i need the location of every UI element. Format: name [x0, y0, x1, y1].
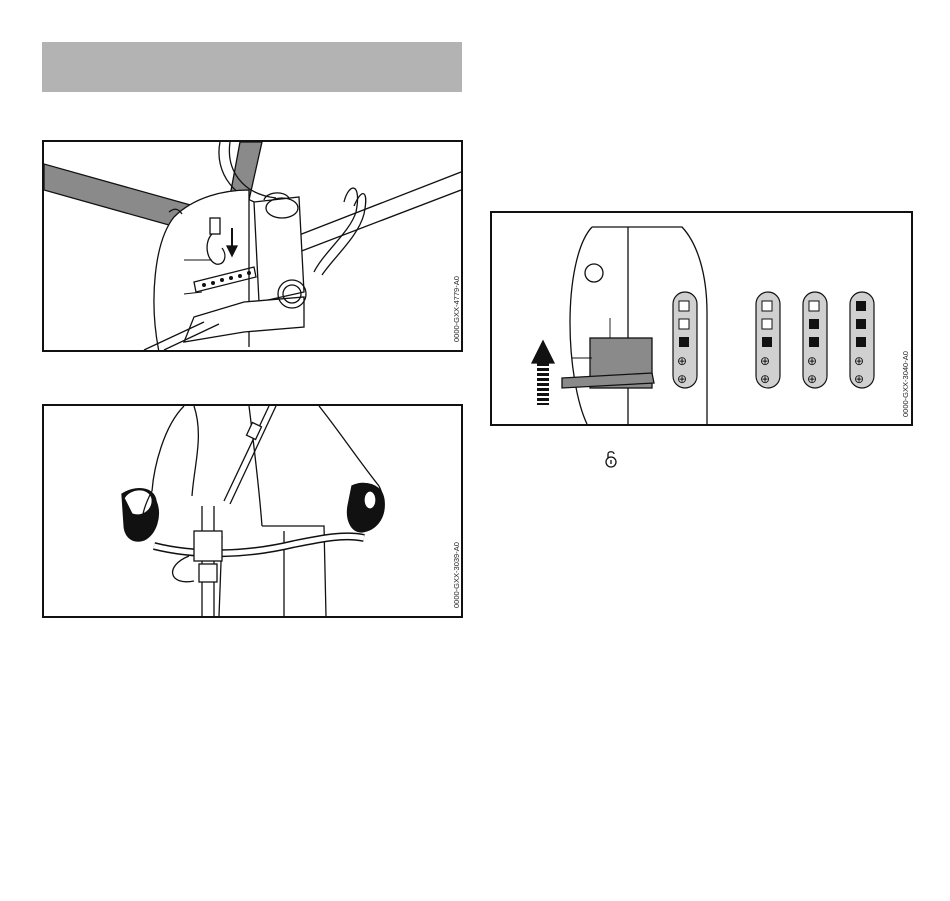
figure-carrying-ring: 0000-GXX-4779-A0 — [42, 140, 463, 352]
svg-text:⊕: ⊕ — [677, 354, 687, 368]
svg-text:⊕: ⊕ — [807, 354, 817, 368]
svg-text:⊕: ⊕ — [677, 372, 687, 386]
svg-text:⊕: ⊕ — [854, 372, 864, 386]
figure-code: 0000-GXX-3040-A0 — [901, 351, 910, 417]
svg-text:⊕: ⊕ — [760, 372, 770, 386]
figure-operator-handles: 0000-GXX-3039-A0 — [42, 404, 463, 618]
svg-text:⊕: ⊕ — [807, 372, 817, 386]
svg-text:⊕: ⊕ — [854, 354, 864, 368]
unlock-icon — [604, 450, 618, 468]
svg-text:⊕: ⊕ — [760, 354, 770, 368]
figure-code: 0000-GXX-4779-A0 — [452, 276, 461, 342]
section-header-bar — [42, 42, 462, 92]
indicator-panels: ⊕ ⊕ ⊕ ⊕ ⊕ ⊕ ⊕ ⊕ — [673, 292, 874, 388]
figure-lock-indicators: ⊕ ⊕ ⊕ ⊕ ⊕ ⊕ ⊕ ⊕ 0000-GXX-3040-A0 — [490, 211, 913, 426]
lock-indicator-illustration: ⊕ ⊕ ⊕ ⊕ ⊕ ⊕ ⊕ ⊕ — [492, 213, 911, 424]
carrying-ring-illustration — [44, 142, 461, 350]
operator-illustration — [44, 406, 461, 616]
figure-code: 0000-GXX-3039-A0 — [452, 542, 461, 608]
